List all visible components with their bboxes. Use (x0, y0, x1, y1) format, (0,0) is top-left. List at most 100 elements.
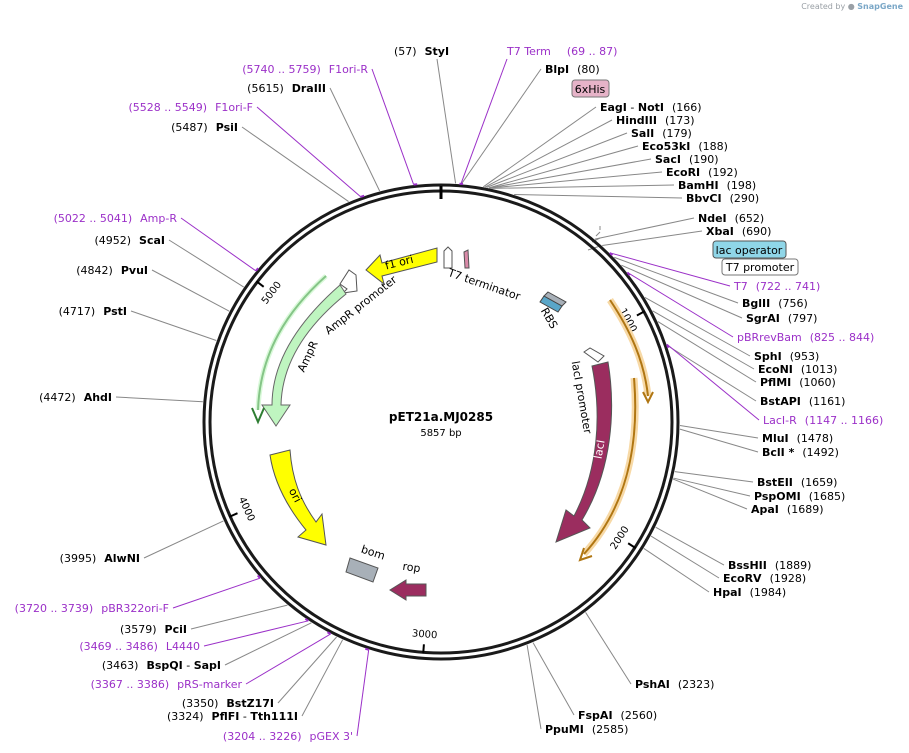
primer-label[interactable]: (5740 .. 5759)F1ori-R (242, 63, 368, 76)
plasmid-length: 5857 bp (420, 428, 461, 439)
enzyme-label[interactable]: Eco53kI(188) (642, 140, 728, 153)
enzyme-label[interactable]: BssHII(1889) (728, 559, 811, 572)
enzyme-label[interactable]: (4472)AhdI (39, 391, 112, 404)
feature-laci[interactable]: lacI (555, 361, 613, 543)
leader-line (672, 478, 748, 510)
enzyme-label[interactable]: BglII(756) (742, 297, 808, 310)
label-6xhis[interactable]: 6xHis (571, 79, 610, 98)
enzyme-label[interactable]: BstAPI(1161) (760, 395, 845, 408)
enzyme-label[interactable]: EcoNI(1013) (758, 363, 837, 376)
feature-orange-arc-outer[interactable] (607, 298, 654, 405)
enzyme-label[interactable]: SphI(953) (754, 350, 819, 363)
site-name: T7 Term (506, 45, 551, 58)
primer-label[interactable]: (3469 .. 3486)L4440 (79, 640, 200, 653)
site-sep: - (183, 659, 194, 672)
feature-t7-terminator[interactable]: T7 terminator (443, 246, 522, 303)
enzyme-label[interactable]: EagI - NotI(166) (600, 101, 702, 114)
enzyme-label[interactable]: EcoRI(192) (666, 166, 738, 179)
enzyme-label[interactable]: SgrAI(797) (746, 312, 817, 325)
enzyme-label[interactable]: FspAI(2560) (578, 709, 657, 722)
site-position: (3463) (102, 659, 139, 672)
enzyme-label[interactable]: (4842)PvuI (76, 264, 148, 277)
enzyme-label[interactable]: (3324)PflFI - Tth111I (167, 710, 298, 723)
enzyme-label[interactable]: SalI(179) (631, 127, 692, 140)
leader-line (657, 321, 757, 383)
enzyme-label[interactable]: (3995)AlwNI (60, 552, 140, 565)
enzyme-label[interactable]: EcoRV(1928) (723, 572, 806, 585)
enzyme-label[interactable]: ApaI(1689) (751, 503, 823, 516)
enzyme-label[interactable]: NdeI(652) (698, 212, 764, 225)
leader-line (168, 239, 245, 288)
enzyme-label[interactable]: (5487)PsiI (171, 121, 238, 134)
primer-label[interactable]: (5528 .. 5549)F1ori-F (129, 101, 254, 114)
enzyme-label[interactable]: SacI(190) (655, 153, 719, 166)
feature-label: ori (286, 486, 304, 505)
site-labels: BlpI(80) EagI - NotI(166)HindIII(173)SalI… (15, 45, 884, 743)
site-name: BstZ17I (226, 697, 274, 710)
enzyme-label[interactable]: (3350)BstZ17I (182, 697, 274, 710)
leader-line (489, 171, 663, 189)
enzyme-label[interactable]: (3579)PciI (120, 623, 187, 636)
enzyme-label[interactable]: PspOMI(1685) (754, 490, 845, 503)
primer-label[interactable]: T7(722 .. 741) (733, 280, 820, 293)
primer-label[interactable]: LacI-R(1147 .. 1166) (763, 414, 883, 427)
site-position: (1013) (801, 363, 838, 376)
primer-label[interactable]: pBRrevBam(825 .. 844) (737, 331, 874, 344)
leader-line (245, 633, 331, 685)
enzyme-label[interactable]: PflMI(1060) (760, 376, 836, 389)
enzyme-label[interactable]: BbvCI(290) (686, 192, 759, 205)
enzyme-label[interactable]: PshAI(2323) (635, 678, 714, 691)
feature-orange-arc-inner[interactable] (578, 377, 639, 562)
leader-line (585, 612, 632, 685)
feature-ori[interactable]: ori (269, 449, 327, 546)
site-position: (5740 .. 5759) (242, 63, 321, 76)
enzyme-label[interactable]: (4952)ScaI (94, 234, 165, 247)
label-lac-operator[interactable]: lac operator (712, 240, 787, 259)
enzyme-label[interactable]: BlpI(80) (545, 63, 600, 76)
site-name: pGEX 3' (309, 730, 353, 743)
primer-label[interactable]: (3367 .. 3386)pRS-marker (91, 678, 243, 691)
site-position: (3720 .. 3739) (15, 602, 94, 615)
enzyme-label[interactable]: HpaI(1984) (713, 586, 786, 599)
enzyme-label[interactable]: (5615)DraIII (247, 82, 326, 95)
site-name: MluI (762, 432, 789, 445)
leader-line (491, 184, 675, 189)
enzyme-label[interactable]: (4717)PstI (59, 305, 127, 318)
primer-label[interactable]: (5022 .. 5041)Amp-R (54, 212, 178, 225)
enzyme-label[interactable]: (3463)BspQI - SapI (102, 659, 221, 672)
enzyme-label[interactable]: MluI(1478) (762, 432, 833, 445)
site-name: Amp-R (140, 212, 177, 225)
feature-rop[interactable]: rop (389, 560, 427, 601)
site-name: HindIII (616, 114, 657, 127)
site-name-2: NotI (638, 101, 664, 114)
feature-rbs[interactable]: RBS (538, 291, 567, 331)
enzyme-label[interactable]: PpuMI(2585) (545, 723, 628, 736)
enzyme-label[interactable]: HindIII(173) (616, 114, 695, 127)
site-name: AlwNI (104, 552, 140, 565)
leader-line (667, 345, 757, 402)
snapgene-logo-icon: ● (847, 2, 855, 11)
site-name: PshAI (635, 678, 670, 691)
site-name: HpaI (713, 586, 742, 599)
boxed-label-text: lac operator (716, 244, 783, 257)
label-t7-promoter[interactable]: T7 promoter (721, 258, 799, 276)
feature-bom[interactable]: bom (345, 543, 387, 583)
primer-label[interactable]: T7 Term(69 .. 87) (506, 45, 617, 58)
leader-line (151, 269, 230, 312)
leader-lines (115, 58, 760, 737)
leader-line (627, 272, 734, 338)
tick-mark (422, 644, 425, 654)
enzyme-label[interactable]: (57)StyI (394, 45, 449, 58)
primer-mark (326, 631, 332, 635)
site-position: (1060) (799, 376, 836, 389)
primer-label[interactable]: (3720 .. 3739)pBR322ori-F (15, 602, 169, 615)
enzyme-label[interactable]: BstEII(1659) (757, 476, 837, 489)
enzyme-label[interactable]: XbaI(690) (706, 225, 771, 238)
feature-f1-ori[interactable]: f1 ori (365, 247, 438, 286)
site-name: Eco53kI (642, 140, 690, 153)
enzyme-label[interactable]: BamHI(198) (678, 179, 756, 192)
enzyme-label[interactable]: BclI *(1492) (762, 446, 839, 459)
site-position: (3367 .. 3386) (91, 678, 170, 691)
primer-label[interactable]: (3204 .. 3226)pGEX 3' (223, 730, 353, 743)
boxed-label-text: T7 promoter (725, 261, 795, 274)
